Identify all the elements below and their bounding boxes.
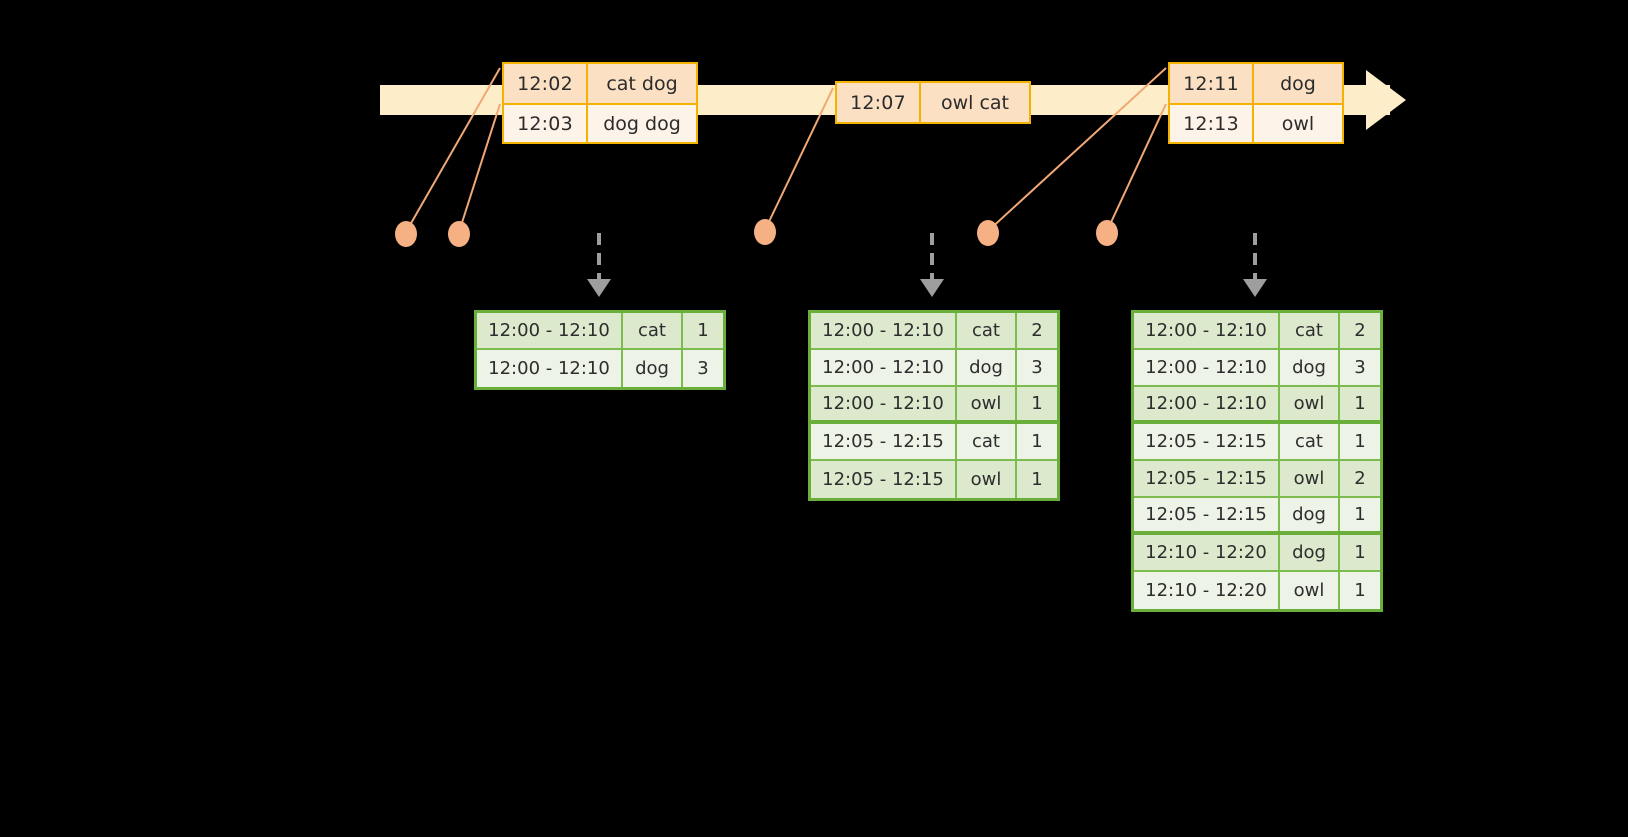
cell-window: 12:05 - 12:15	[811, 461, 957, 498]
cell-count: 2	[1354, 468, 1366, 489]
cell-count: 3	[1354, 357, 1366, 378]
cell-word: owl	[1280, 387, 1340, 420]
leader-dot-icon	[448, 221, 470, 247]
event-box-1: 12:02 cat dog 12:03 dog dog	[502, 62, 698, 144]
leader-dot-icon	[977, 220, 999, 246]
event-row: 12:13 owl	[1170, 103, 1342, 142]
arrow-shaft	[930, 233, 934, 281]
cell-count: 1	[1354, 542, 1366, 563]
cell-word: dog	[1280, 350, 1340, 385]
leader-line-5	[1106, 103, 1167, 232]
cell-word: dog	[623, 350, 683, 387]
event-row: 12:03 dog dog	[504, 103, 696, 142]
event-row: 12:07 owl cat	[837, 83, 1029, 122]
event-box-3: 12:11 dog 12:13 owl	[1168, 62, 1344, 144]
cell-word: owl	[957, 461, 1017, 498]
event-box-2: 12:07 owl cat	[835, 81, 1031, 124]
event-time: 12:03	[504, 105, 588, 142]
event-time: 12:07	[837, 83, 921, 122]
cell-count: 2	[1354, 320, 1366, 341]
event-time: 12:11	[1170, 64, 1254, 103]
cell-count: 1	[1031, 469, 1043, 490]
cell-word: cat	[1280, 313, 1340, 348]
cell-window: 12:00 - 12:10	[1134, 387, 1280, 420]
cell-word: owl	[1280, 461, 1340, 496]
event-words: dog	[1280, 72, 1316, 95]
arrow-head	[587, 279, 611, 297]
event-words: owl cat	[940, 91, 1010, 114]
cell-word: cat	[623, 313, 683, 348]
event-time: 12:02	[504, 64, 588, 103]
cell-window: 12:00 - 12:10	[1134, 350, 1280, 385]
cell-word: cat	[957, 313, 1017, 348]
event-words: cat dog	[606, 72, 678, 95]
cell-word: cat	[1280, 424, 1340, 459]
leader-line-2	[458, 103, 501, 233]
cell-word: owl	[957, 387, 1017, 420]
event-row: 12:02 cat dog	[504, 64, 696, 103]
arrow-shaft	[597, 233, 601, 281]
cell-count: 2	[1031, 320, 1043, 341]
leader-dot-icon	[395, 221, 417, 247]
cell-word: dog	[1280, 498, 1340, 531]
cell-count: 1	[1354, 431, 1366, 452]
timeline-arrowhead-icon	[1366, 70, 1406, 130]
event-words: owl	[1281, 112, 1315, 135]
cell-word: owl	[1280, 572, 1340, 609]
cell-window: 12:10 - 12:20	[1134, 572, 1280, 609]
cell-window: 12:00 - 12:10	[811, 387, 957, 420]
cell-count: 3	[1031, 357, 1043, 378]
event-words: dog dog	[603, 112, 681, 135]
leader-dot-icon	[754, 219, 776, 245]
cell-count: 1	[1354, 504, 1366, 525]
arrow-shaft	[1253, 233, 1257, 281]
cell-window: 12:00 - 12:10	[1134, 313, 1280, 348]
cell-window: 12:05 - 12:15	[1134, 424, 1280, 459]
cell-count: 1	[697, 320, 709, 341]
arrow-head	[1243, 279, 1267, 297]
cell-count: 1	[1354, 580, 1366, 601]
event-row: 12:11 dog	[1170, 64, 1342, 103]
cell-count: 1	[1031, 431, 1043, 452]
cell-window: 12:00 - 12:10	[477, 350, 623, 387]
cell-window: 12:10 - 12:20	[1134, 535, 1280, 570]
event-time: 12:13	[1170, 105, 1254, 142]
cell-window: 12:05 - 12:15	[811, 424, 957, 459]
cell-word: dog	[1280, 535, 1340, 570]
cell-window: 12:05 - 12:15	[1134, 498, 1280, 531]
cell-count: 3	[697, 358, 709, 379]
cell-count: 1	[1354, 393, 1366, 414]
cell-window: 12:05 - 12:15	[1134, 461, 1280, 496]
arrow-head	[920, 279, 944, 297]
cell-window: 12:00 - 12:10	[811, 350, 957, 385]
cell-count: 1	[1031, 393, 1043, 414]
cell-word: dog	[957, 350, 1017, 385]
cell-window: 12:00 - 12:10	[811, 313, 957, 348]
cell-word: cat	[957, 424, 1017, 459]
leader-dot-icon	[1096, 220, 1118, 246]
cell-window: 12:00 - 12:10	[477, 313, 623, 348]
